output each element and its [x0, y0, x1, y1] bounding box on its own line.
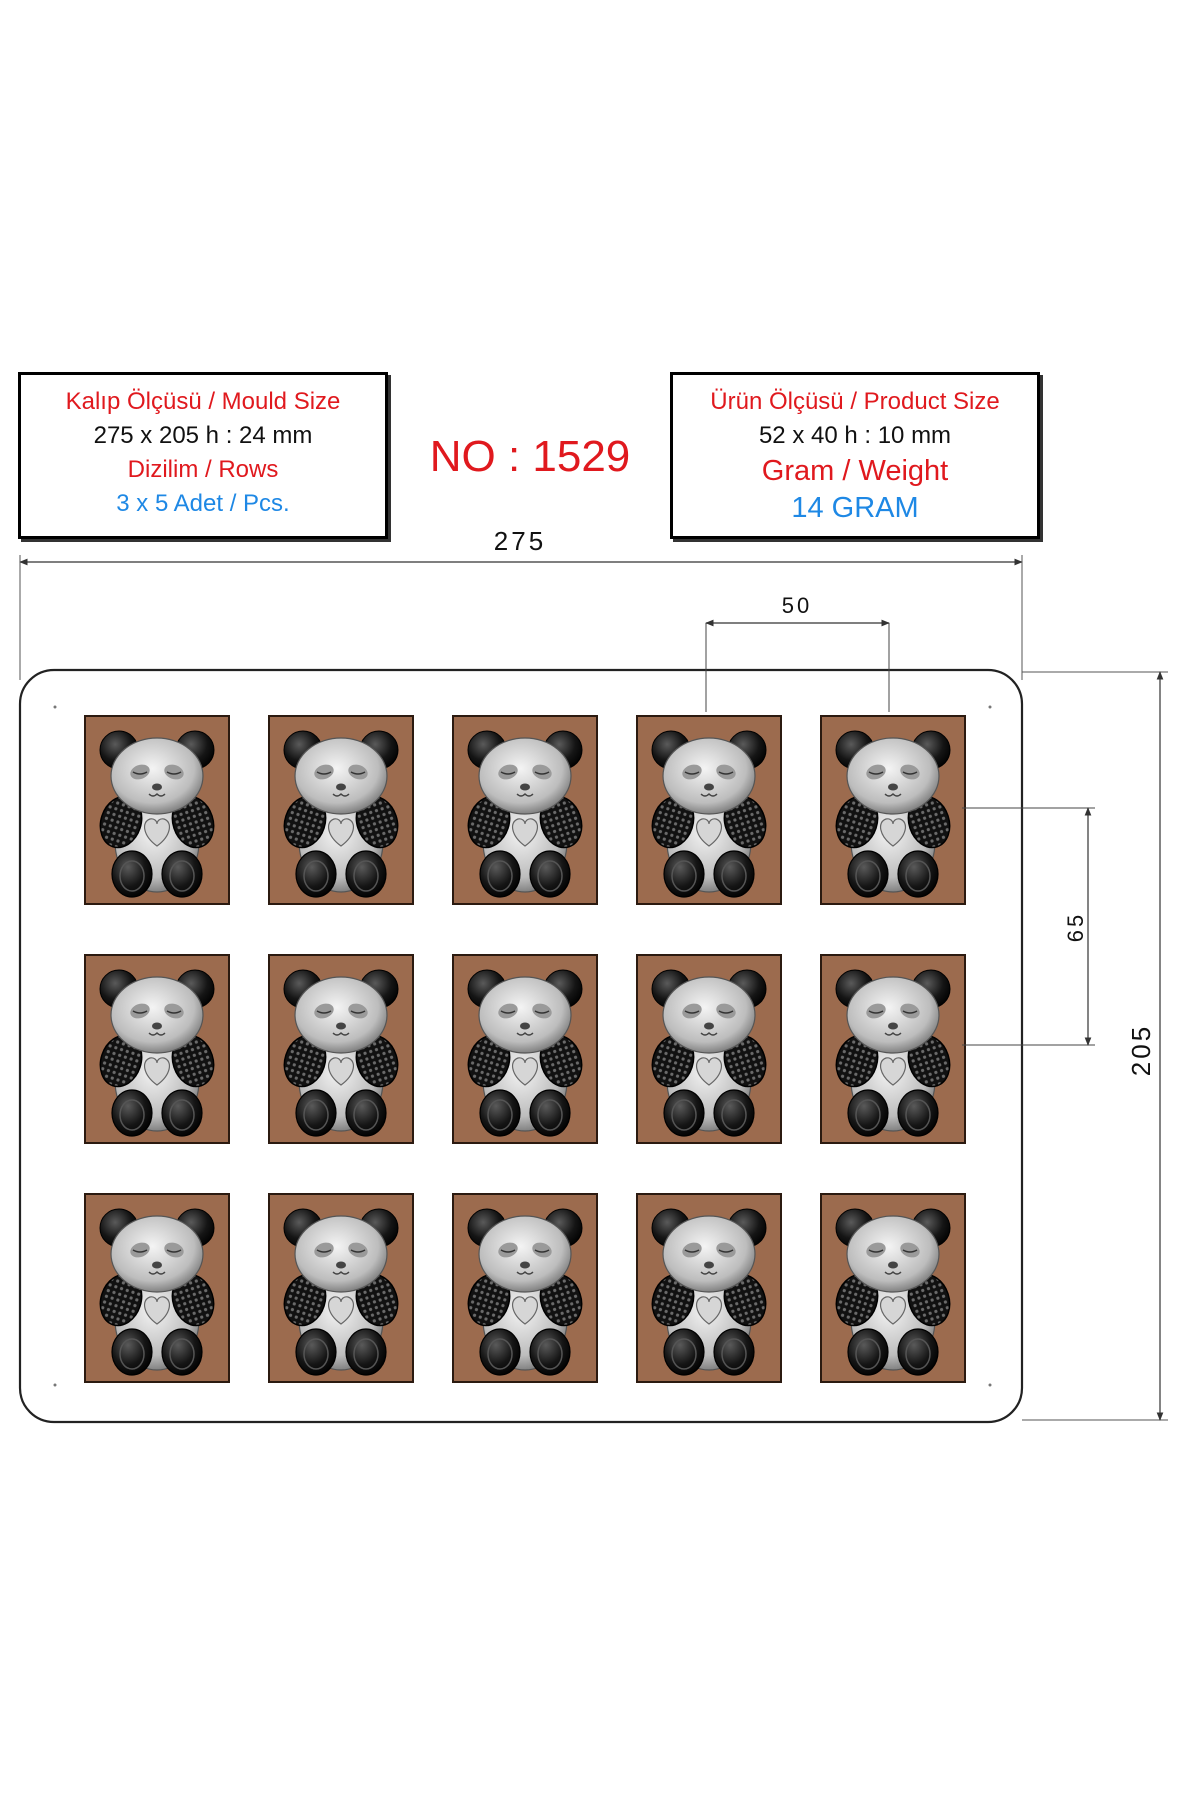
panda-icon: [645, 1208, 773, 1376]
cavity-cell: [84, 1193, 230, 1383]
cavity-cell: [636, 715, 782, 905]
panda-icon: [829, 969, 957, 1137]
cavity-cell: [636, 954, 782, 1144]
weight-label: Gram / Weight: [761, 455, 949, 487]
panda-icon: [93, 1208, 221, 1376]
cavity-cell: [820, 715, 966, 905]
rows-value: 3 x 5 Adet / Pcs.: [116, 490, 290, 517]
cavity-cell: [820, 954, 966, 1144]
model-number: NO : 1529: [429, 432, 631, 481]
mould-size-title: Kalıp Ölçüsü / Mould Size: [65, 388, 341, 415]
pitch-y-label: 65: [1063, 912, 1088, 942]
cavity-cell: [820, 1193, 966, 1383]
panda-icon: [645, 730, 773, 898]
panda-icon: [277, 1208, 405, 1376]
panda-icon: [93, 730, 221, 898]
rows-label: Dizilim / Rows: [127, 456, 279, 483]
panda-icon: [461, 730, 589, 898]
weight-value: 14 GRAM: [791, 492, 919, 524]
panda-icon: [645, 969, 773, 1137]
panda-icon: [829, 1208, 957, 1376]
height-dimension-label: 205: [1126, 1024, 1156, 1076]
cavity-cell: [268, 1193, 414, 1383]
panda-icon: [461, 1208, 589, 1376]
product-size-box: Ürün Ölçüsü / Product Size 52 x 40 h : 1…: [670, 372, 1040, 539]
cavity-cell: [636, 1193, 782, 1383]
corner-markers: [53, 705, 992, 1387]
cavity-cell: [452, 1193, 598, 1383]
width-dimension-label: 275: [494, 526, 546, 556]
panda-icon: [93, 969, 221, 1137]
cavity-cell: [452, 954, 598, 1144]
pitch-x-label: 50: [782, 593, 812, 618]
mould-size-value: 275 x 205 h : 24 mm: [93, 422, 313, 449]
cavity-cell: [84, 715, 230, 905]
panda-icon: [277, 969, 405, 1137]
panda-icon: [461, 969, 589, 1137]
panda-icon: [277, 730, 405, 898]
cavity-cell: [268, 715, 414, 905]
mould-size-box: Kalıp Ölçüsü / Mould Size 275 x 205 h : …: [18, 372, 388, 539]
cavity-cell: [84, 954, 230, 1144]
cavity-cell: [452, 715, 598, 905]
panda-icon: [829, 730, 957, 898]
cavity-cell: [268, 954, 414, 1144]
product-size-value: 52 x 40 h : 10 mm: [758, 422, 952, 449]
cavity-grid: [84, 715, 966, 1383]
product-size-title: Ürün Ölçüsü / Product Size: [710, 388, 1000, 415]
